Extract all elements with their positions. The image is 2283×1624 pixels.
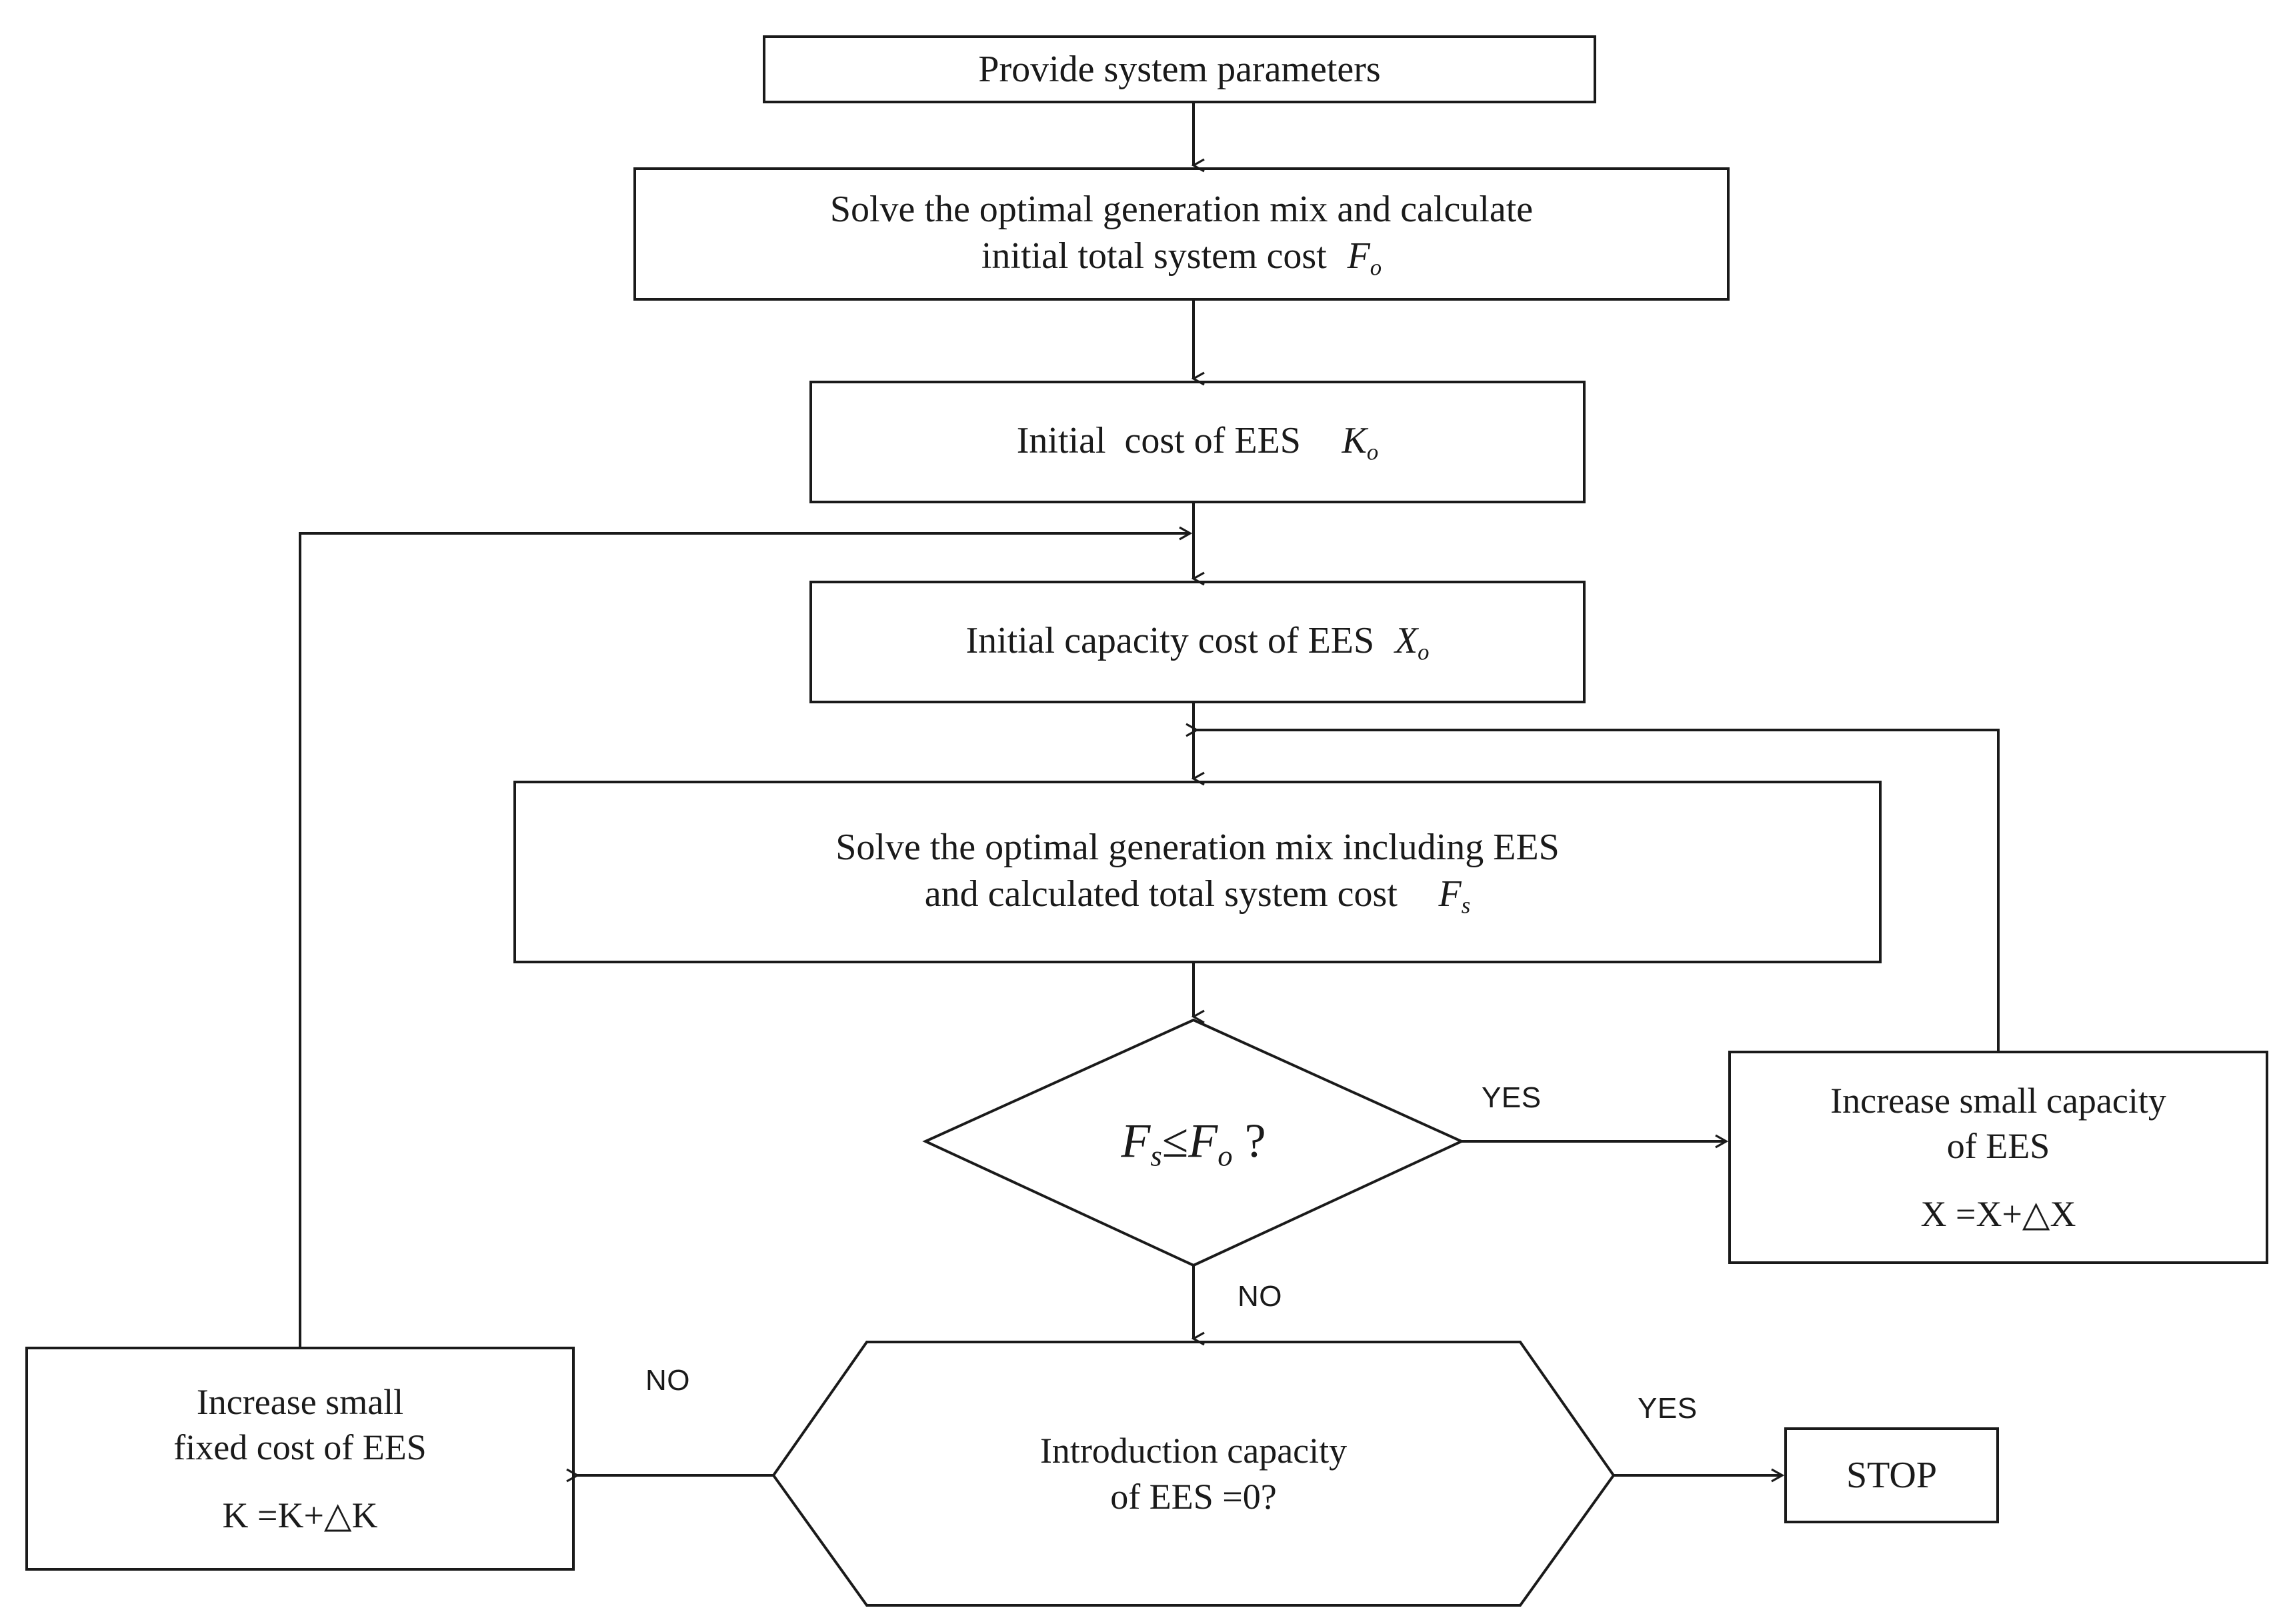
edge-label-decision-cost-no: NO [1238,1280,1282,1313]
node-decision-intro-shape [771,1341,1616,1607]
node-solve-with-ees-shape [513,781,1882,963]
edge-label-decision-cost-yes: YES [1482,1081,1542,1114]
node-provide-params-shape [763,35,1596,103]
edge-increase-fixed-feedback [299,526,1193,1348]
edge-label-decision-intro-no: NO [645,1364,690,1397]
node-decision-cost-shape [922,1018,1465,1267]
node-stop-shape [1784,1427,1999,1523]
node-increase-capacity-shape [1728,1051,2268,1264]
node-initial-cost-shape [809,381,1586,503]
edge-label-decision-intro-yes: YES [1638,1392,1698,1425]
node-solve-initial-shape [633,167,1730,301]
edge-increase-capacity-feedback [1186,723,2000,1052]
node-increase-fixed-shape [25,1347,575,1571]
node-initial-capacity-shape [809,581,1586,703]
